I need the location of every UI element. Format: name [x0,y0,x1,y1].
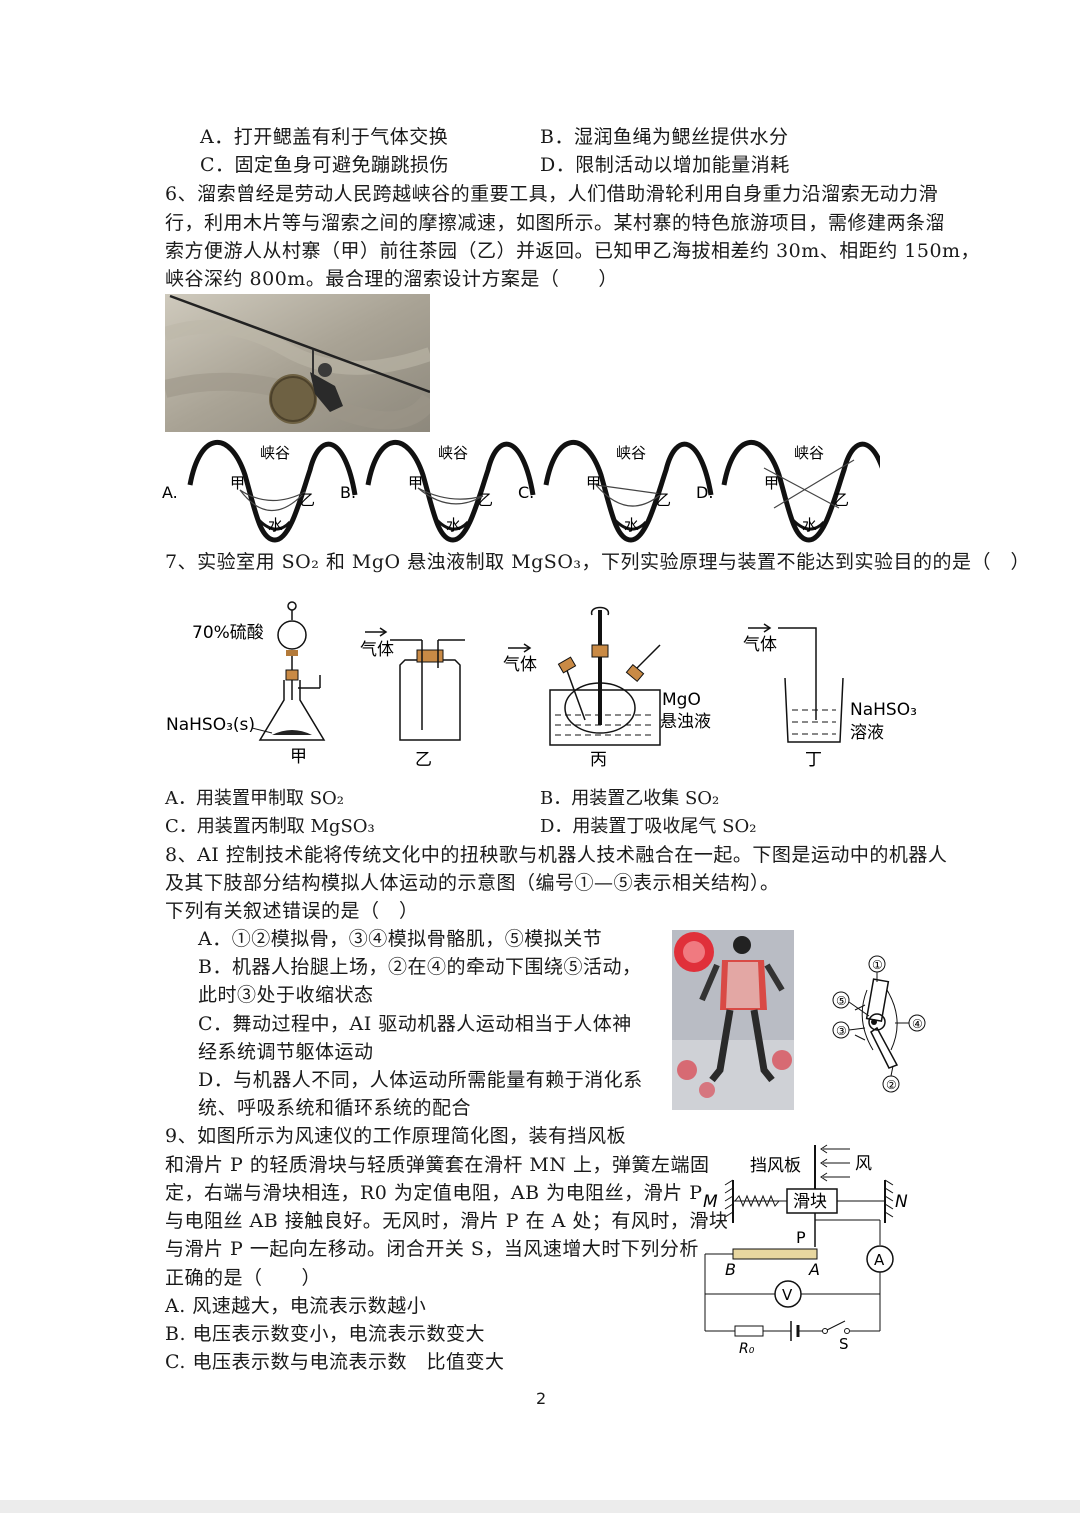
q9-text-line-2: 和滑片 P 的轻质滑块与轻质弹簧套在滑杆 MN 上，弹簧左端固 [165,1154,710,1176]
apparatus-jia: 70%硫酸 NaHSO₃(s) 甲 [166,601,326,767]
q7-apparatus: 70%硫酸 NaHSO₃(s) 甲 气体 乙 气体 [166,601,917,770]
svg-text:A.: A. [162,483,178,502]
svg-text:NaHSO₃(s): NaHSO₃(s) [166,715,255,735]
q9-option-a: A. 风速越大，电流表示数越小 [165,1295,427,1317]
page-number: 2 [536,1389,547,1408]
q6-text-line-2: 行，利用木片等与溜索之间的摩擦减速，如图所示。某村寨的特色旅游项目，需修建两条溜 [165,212,946,234]
q9-option-c: C. 电压表示数与电流表示数 比值变大 [165,1351,505,1373]
q8-option-c: C．舞动过程中，AI 驱动机器人运动相当于人体神 [198,1013,632,1035]
svg-text:甲: 甲 [408,474,423,492]
svg-text:P: P [796,1228,806,1247]
svg-text:乙: 乙 [415,750,432,770]
q8-option-d-cont: 统、呼吸系统和循环系统的配合 [198,1097,472,1119]
gorge-diagram-a: 峡谷 甲 乙 水 A. [162,440,358,543]
svg-text:丙: 丙 [590,750,607,770]
q7-option-a: A．用装置甲制取 SO₂ [165,788,345,809]
svg-text:②: ② [886,1078,897,1092]
svg-text:④: ④ [912,1017,923,1031]
svg-text:甲: 甲 [230,474,245,492]
svg-text:峡谷: 峡谷 [616,444,646,462]
svg-text:B: B [725,1260,736,1279]
svg-text:挡风板: 挡风板 [750,1156,801,1176]
svg-text:A: A [808,1260,820,1279]
svg-text:V: V [782,1286,793,1304]
svg-text:C.: C. [518,483,534,502]
gorge-diagram-b: 峡谷 甲 乙 水 B. [340,440,536,543]
svg-text:乙: 乙 [656,491,671,509]
q8-option-a: A．①②模拟骨，③④模拟骨骼肌，⑤模拟关节 [198,928,603,950]
q7-option-d: D．用装置丁吸收尾气 SO₂ [540,816,757,837]
q8-option-b: B．机器人抬腿上场，②在④的牵动下围绕⑤活动， [198,956,642,978]
svg-text:滑块: 滑块 [793,1192,827,1212]
svg-text:溶液: 溶液 [850,723,884,743]
svg-text:水: 水 [446,516,461,534]
svg-text:D.: D. [696,483,713,502]
q8-text-line-2: 及其下肢部分结构模拟人体运动的示意图（编号①—⑤表示相关结构）。 [165,872,780,894]
q7-option-b: B．用装置乙收集 SO₂ [540,788,720,809]
svg-text:峡谷: 峡谷 [438,444,468,462]
svg-text:水: 水 [268,516,283,534]
gorge-diagram-d: 峡谷 甲 乙 水 D. [696,440,880,543]
svg-text:丁: 丁 [805,750,822,770]
svg-text:NaHSO₃: NaHSO₃ [850,700,917,720]
svg-text:乙: 乙 [834,491,849,509]
svg-text:风: 风 [855,1154,872,1174]
q8-text-line-1: 8、AI 控制技术能将传统文化中的扭秧歌与机器人技术融合在一起。下图是运动中的机… [165,844,948,866]
svg-text:R₀: R₀ [739,1341,755,1357]
q6-text-line-3: 索方便游人从村寨（甲）前往茶园（乙）并返回。已知甲乙海拔相差约 30m、相距约 … [165,240,981,262]
svg-text:峡谷: 峡谷 [794,444,824,462]
q5-option-d: D．限制活动以增加能量消耗 [540,154,790,176]
q9-text-line-6: 正确的是（ ） [165,1267,322,1289]
q5-option-c: C．固定鱼身可避免蹦跳损伤 [200,154,450,176]
apparatus-ding: 气体 NaHSO₃ 溶液 丁 [743,623,917,770]
q5-option-a: A．打开鳃盖有利于气体交换 [200,126,449,148]
svg-text:⑤: ⑤ [836,994,847,1008]
svg-text:气体: 气体 [503,655,537,675]
q9-text-line-1: 9、如图所示为风速仪的工作原理简化图，装有挡风板 [165,1125,627,1147]
anemometer-circuit: 挡风板 风 M N 滑块 P B A A V R₀ S [703,1144,908,1357]
svg-text:峡谷: 峡谷 [260,444,290,462]
svg-text:气体: 气体 [743,635,777,655]
svg-text:B.: B. [340,483,356,502]
svg-text:乙: 乙 [300,491,315,509]
q8-text-line-3: 下列有关叙述错误的是（ ） [165,900,419,922]
svg-text:70%硫酸: 70%硫酸 [192,623,264,643]
apparatus-yi: 气体 乙 [360,627,465,770]
svg-text:水: 水 [624,516,639,534]
page-bottom-edge [0,1500,1080,1513]
q6-text-line-1: 6、溜索曾经是劳动人民跨越峡谷的重要工具，人们借助滑轮利用自身重力沿溜索无动力滑 [165,183,939,205]
svg-text:M: M [703,1192,718,1212]
q9-option-b: B. 电压表示数变小，电流表示数变大 [165,1323,486,1345]
svg-text:悬浊液: 悬浊液 [660,712,711,732]
svg-text:甲: 甲 [290,747,307,767]
q9-text-line-3: 定，右端与滑块相连，R0 为定值电阻，AB 为电阻丝，滑片 P [165,1182,703,1204]
q7-option-c: C．用装置丙制取 MgSO₃ [165,816,375,837]
leg-joint-diagram: ① ⑤ ③ ④ ② [832,955,926,1093]
q6-gorge-diagrams: 峡谷 甲 乙 水 A. 峡谷 甲 乙 水 B. 峡谷 甲 乙 水 C. 峡谷 甲… [162,440,880,543]
svg-text:水: 水 [802,516,817,534]
svg-text:N: N [895,1192,908,1212]
svg-text:甲: 甲 [586,474,601,492]
gorge-diagram-c: 峡谷 甲 乙 水 C. [518,440,714,543]
q5-option-b: B．湿润鱼绳为鳃丝提供水分 [540,126,789,148]
svg-text:③: ③ [836,1024,847,1038]
robot-photo [672,930,794,1110]
q6-text-line-4: 峡谷深约 800m。最合理的溜索设计方案是（ ） [165,268,618,290]
svg-text:气体: 气体 [360,640,394,660]
q9-text-line-5: 与滑片 P 一起向左移动。闭合开关 S，当风速增大时下列分析 [165,1238,699,1260]
svg-text:A: A [874,1251,885,1269]
zipline-photo [165,294,430,432]
q9-text-line-4: 与电阻丝 AB 接触良好。无风时，滑片 P 在 A 处；有风时，滑块 [165,1210,729,1232]
svg-text:甲: 甲 [764,474,779,492]
q8-option-c-cont: 经系统调节躯体运动 [198,1041,374,1063]
q7-question: 7、实验室用 SO₂ 和 MgO 悬浊液制取 MgSO₃，下列实验原理与装置不能… [165,551,1031,573]
svg-text:S: S [839,1335,849,1353]
svg-text:乙: 乙 [478,491,493,509]
svg-text:①: ① [872,958,883,972]
q8-option-b-cont: 此时③处于收缩状态 [198,984,374,1006]
svg-text:MgO: MgO [662,690,701,710]
q8-option-d: D．与机器人不同，人体运动所需能量有赖于消化系 [198,1069,643,1091]
apparatus-bing: 气体 MgO 悬浊液 丙 [503,606,711,770]
